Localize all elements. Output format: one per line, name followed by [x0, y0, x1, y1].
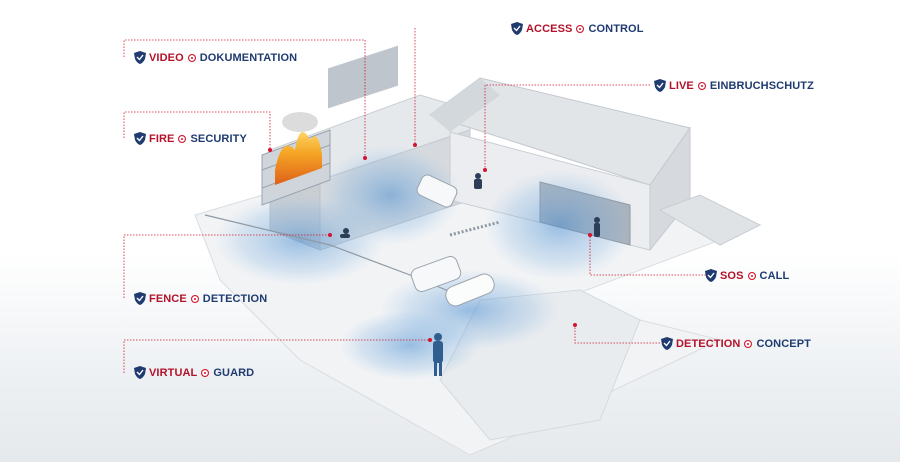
shield-icon [661, 337, 673, 350]
dot-icon [576, 24, 585, 33]
fence [204, 214, 471, 301]
car-suv-top [416, 174, 458, 208]
shield-icon [705, 269, 717, 282]
dot-icon [187, 53, 196, 62]
garage-door [328, 45, 398, 109]
worker-figure [594, 217, 600, 237]
smoke [282, 112, 318, 132]
shield-icon [134, 292, 146, 305]
dot-icon [697, 81, 706, 90]
shield-icon [511, 22, 523, 35]
zone-gate [320, 145, 460, 245]
intruder-figure-yard [474, 173, 482, 189]
dot-icon [178, 134, 187, 143]
callout-lines [123, 28, 715, 373]
ramp [658, 194, 762, 246]
fire [275, 132, 322, 185]
callout-dots [268, 143, 592, 342]
shield-icon [134, 132, 146, 145]
car-sports [445, 273, 495, 307]
dot-icon [744, 339, 753, 348]
shield-icon [654, 79, 666, 92]
shield-icon [134, 51, 146, 64]
intruder-figure-fence [340, 228, 350, 238]
shield-icon [134, 366, 146, 379]
dot-icon [190, 294, 199, 303]
dot-icon [201, 368, 210, 377]
dot-icon [747, 271, 756, 280]
guard-figure [433, 333, 443, 376]
zone-loading [485, 170, 635, 280]
zone-guard [340, 310, 480, 380]
car-suv-parking [410, 255, 462, 293]
main-building-roof-left [430, 78, 500, 132]
gate-fence [449, 220, 501, 237]
